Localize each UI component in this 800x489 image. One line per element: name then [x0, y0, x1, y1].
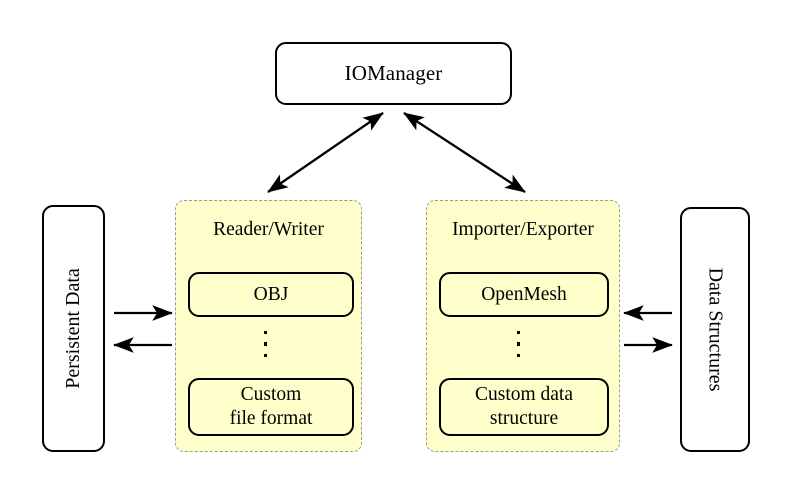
group-reader-writer[interactable]: Reader/Writer OBJ Custom file format	[175, 200, 362, 452]
ellipsis-dot	[264, 353, 268, 357]
node-iomanager[interactable]: IOManager	[275, 42, 512, 105]
ellipsis-dot	[264, 342, 268, 346]
ellipsis-dot	[264, 331, 268, 335]
arrow-manager-to-importerexporter	[403, 112, 526, 193]
node-custom-file-format-line2: file format	[229, 408, 313, 429]
node-obj-label: OBJ	[253, 283, 289, 305]
node-openmesh-label: OpenMesh	[481, 283, 567, 305]
node-custom-data-structure-line1: Custom data	[474, 384, 574, 406]
node-custom-data-structure[interactable]: Custom data structure	[439, 378, 609, 436]
ellipsis-dot	[517, 331, 521, 335]
node-custom-data-structure-line2: structure	[489, 408, 559, 429]
group-importer-exporter[interactable]: Importer/Exporter OpenMesh Custom data s…	[426, 200, 620, 452]
node-custom-file-format-label: Custom file format	[230, 383, 313, 431]
node-iomanager-label: IOManager	[344, 60, 443, 85]
node-custom-file-format-line1: Custom	[240, 384, 302, 406]
arrow-manager-to-readerwriter	[267, 112, 384, 193]
node-data-structures-label: Data Structures	[704, 267, 727, 392]
ellipsis-dot	[517, 342, 521, 346]
node-persistent-data[interactable]: Persistent Data	[42, 205, 105, 452]
node-custom-file-format[interactable]: Custom file format	[188, 378, 354, 436]
ellipsis-importer-exporter	[517, 331, 521, 357]
node-persistent-data-label: Persistent Data	[62, 268, 84, 389]
group-reader-writer-title: Reader/Writer	[213, 219, 324, 240]
group-importer-exporter-title: Importer/Exporter	[452, 219, 594, 240]
node-openmesh[interactable]: OpenMesh	[439, 272, 609, 317]
ellipsis-reader-writer	[264, 331, 268, 357]
node-data-structures[interactable]: Data Structures	[680, 207, 750, 452]
node-custom-data-structure-label: Custom data structure	[475, 383, 573, 431]
node-obj[interactable]: OBJ	[188, 272, 354, 317]
ellipsis-dot	[517, 353, 521, 357]
